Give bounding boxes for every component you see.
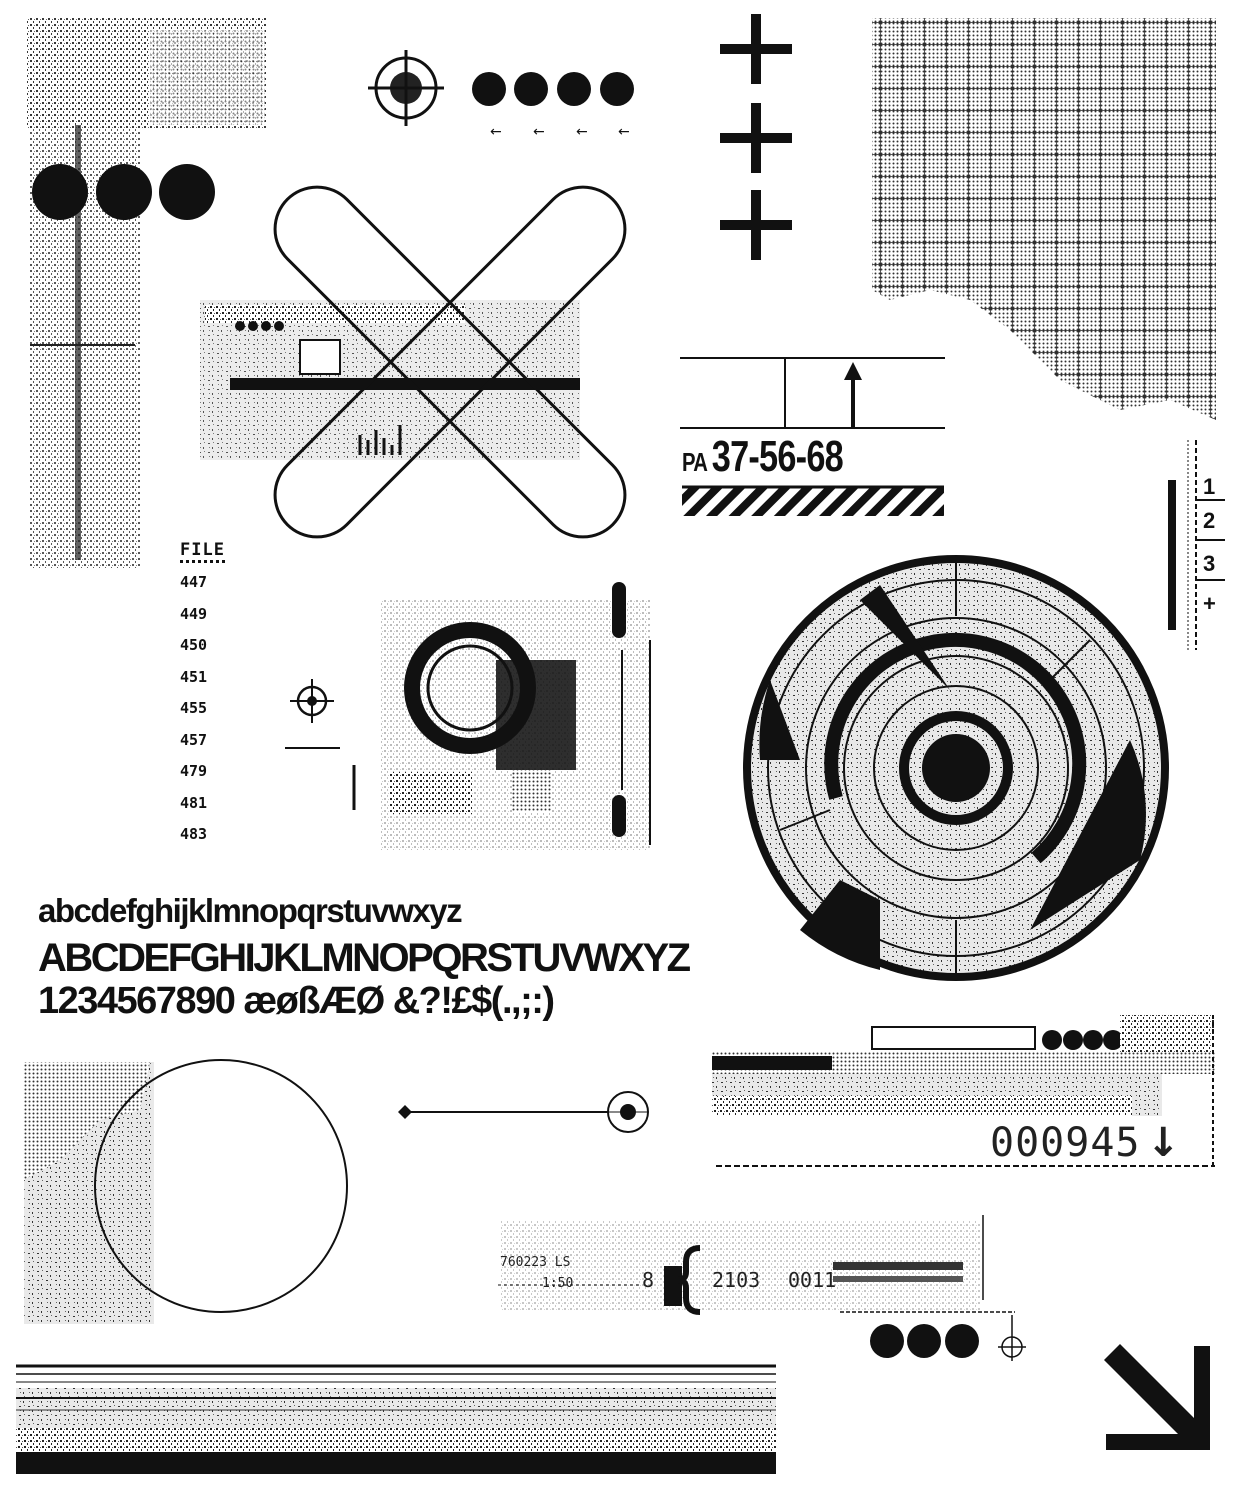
x-shape-icon (200, 185, 627, 539)
target-icon (285, 679, 356, 810)
list-item: 447 (180, 573, 208, 591)
file-list: 447 449 450 451 455 457 479 481 483 (180, 572, 207, 856)
crosshair-icon (368, 50, 444, 126)
svg-text:←: ← (490, 124, 502, 140)
three-dots-bottom-icon (870, 1324, 979, 1358)
list-item: 479 (180, 762, 208, 780)
svg-text:←: ← (576, 124, 588, 140)
counter-value: 000945 (990, 1120, 1141, 1166)
ruler-number: 3 (1203, 551, 1216, 576)
dot-row-icon: ← ← ← ← (472, 72, 634, 140)
list-item: 451 (180, 667, 208, 686)
three-dots-left-icon (32, 164, 215, 220)
circle-collage (24, 1059, 348, 1324)
small-crosshair-icon (998, 1315, 1026, 1361)
measurement-diagram (680, 357, 945, 516)
list-item: 450 (180, 636, 208, 654)
specimen-numbers: 1234567890 æøßÆØ &?!£$(.,;:) (38, 980, 555, 1022)
file-label: FILE (180, 540, 225, 563)
list-item: 481 (180, 793, 208, 812)
ruler-number: 1 (1203, 474, 1216, 499)
bottom-texture-strip (16, 1364, 776, 1474)
list-item: 457 (180, 730, 208, 749)
arrow-down-right-icon (1104, 1344, 1210, 1450)
svg-text:←: ← (533, 124, 545, 140)
measurement-value: 37-56-68 (711, 432, 844, 481)
specimen-uppercase: ABCDEFGHIJKLMNOPQRSTUVWXYZ (38, 936, 691, 980)
stamp-block (498, 1215, 1015, 1315)
grid-panel (872, 18, 1216, 420)
radial-disc (743, 555, 1169, 981)
grunge-column-texture (26, 18, 266, 568)
svg-text:←: ← (618, 124, 630, 140)
list-item: 449 (180, 604, 208, 623)
ruler-number: + (1203, 591, 1216, 616)
ruler-number: 2 (1203, 508, 1216, 533)
specimen-lowercase: abcdefghijklmnopqrstuvwxyz (38, 892, 463, 929)
list-item: 483 (180, 825, 208, 843)
ring-collage (380, 582, 651, 850)
arrow-down-icon: ↓ (1146, 1120, 1182, 1166)
stamp-code-a: 8 (642, 1268, 655, 1292)
stamp-code-b: 2103 (712, 1268, 761, 1292)
plus-icon-column (720, 14, 792, 260)
diamond-line-target-icon (398, 1091, 649, 1133)
stamp-line2: 1:50 (542, 1276, 574, 1291)
measurement-prefix: PA (682, 447, 708, 477)
list-item: 455 (180, 699, 208, 717)
ruler-icon (1168, 440, 1225, 650)
stamp-line1: 760223 LS (500, 1255, 571, 1270)
counter-readout: 000945↓ (990, 1120, 1181, 1166)
stamp-code-c: 0011 (788, 1268, 837, 1292)
data-strip (712, 1015, 1215, 1168)
